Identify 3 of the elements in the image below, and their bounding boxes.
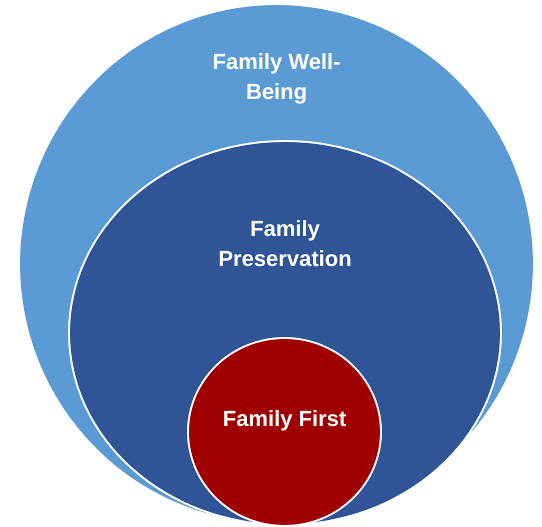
circle-label: Family Well-Being [212, 48, 342, 106]
circle-label: Family First [222, 405, 348, 433]
circle-label: Family Preservation [217, 215, 353, 273]
